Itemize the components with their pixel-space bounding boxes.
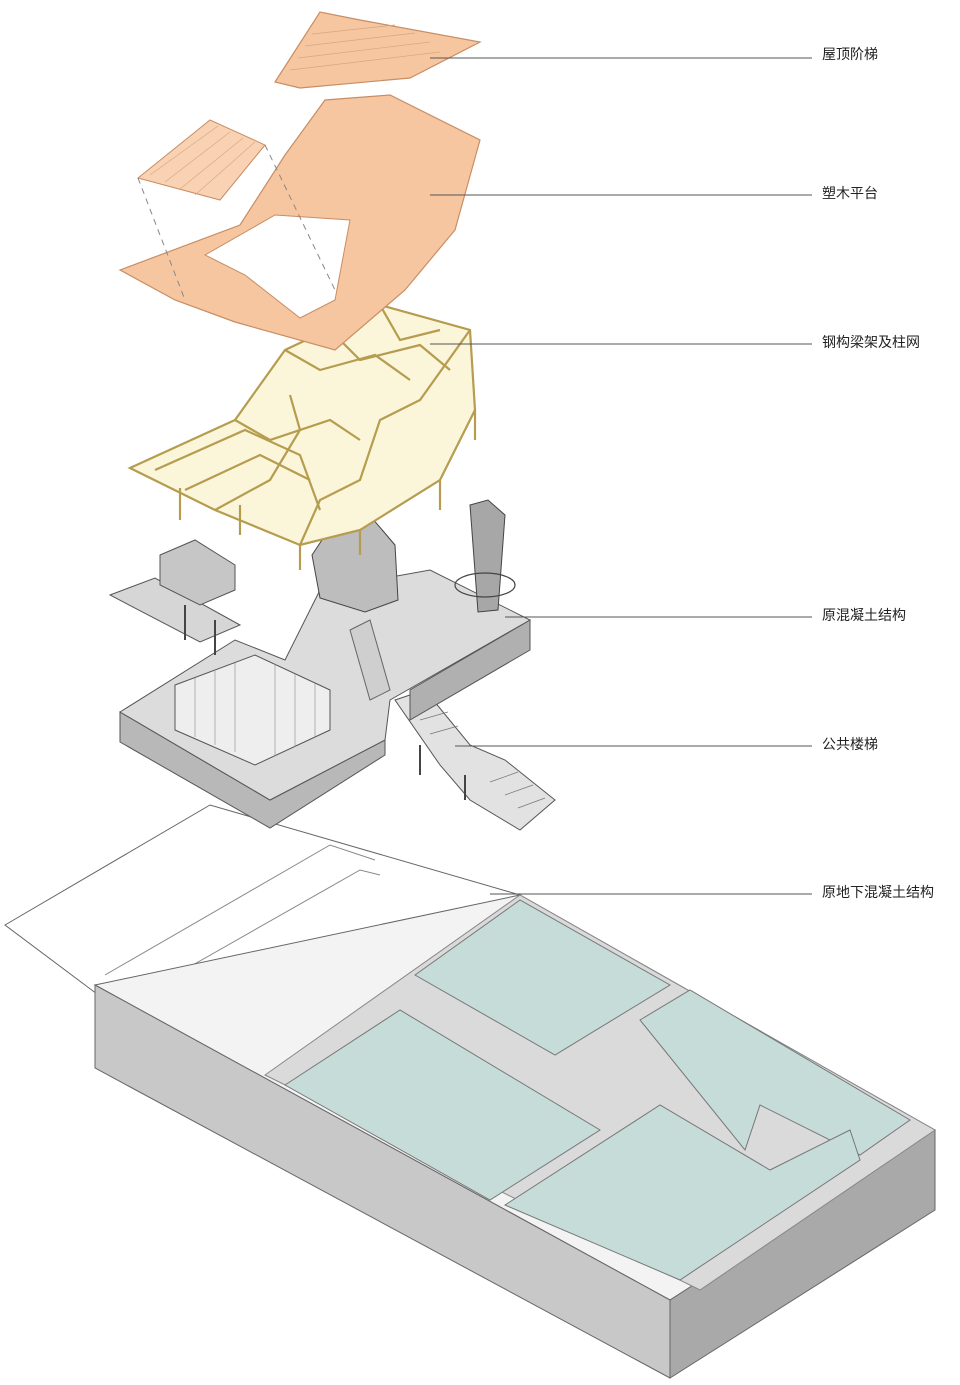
roof-stairs [274,11,482,89]
concrete-structure-layer [108,499,532,829]
tower [469,499,506,613]
label-roof-stairs: 屋顶阶梯 [822,47,878,63]
label-concrete-structure: 原混凝土结构 [822,608,906,624]
water-pool-2 [284,1009,601,1201]
internal-stair [349,619,391,701]
wood-platform-stair-block [136,119,266,201]
wood-platform-void [203,214,351,319]
water-pool-3 [639,989,911,1156]
steel-frame-layer [127,303,477,570]
site-outline-inner-lines [104,844,376,976]
label-wood-platform: 塑木平台 [822,186,878,202]
water-pool-1 [414,899,671,1056]
leader-lines [430,57,812,895]
central-hall-glass [174,654,331,766]
label-public-stairs: 公共楼梯 [822,737,878,753]
tower-ring [454,572,516,598]
water-pool-4 [503,1104,861,1281]
label-underground-structure: 原地下混凝土结构 [822,885,934,901]
label-steel-frame: 钢构梁架及柱网 [822,335,920,351]
left-pavilion [159,539,236,606]
site-outline-inner-lines-2 [139,869,381,996]
underground-structure-layer [4,804,936,1379]
left-bridge [108,577,242,643]
public-stair-run [394,689,556,831]
wood-platform-layer [118,94,481,351]
roof-stairs-layer [274,11,482,89]
